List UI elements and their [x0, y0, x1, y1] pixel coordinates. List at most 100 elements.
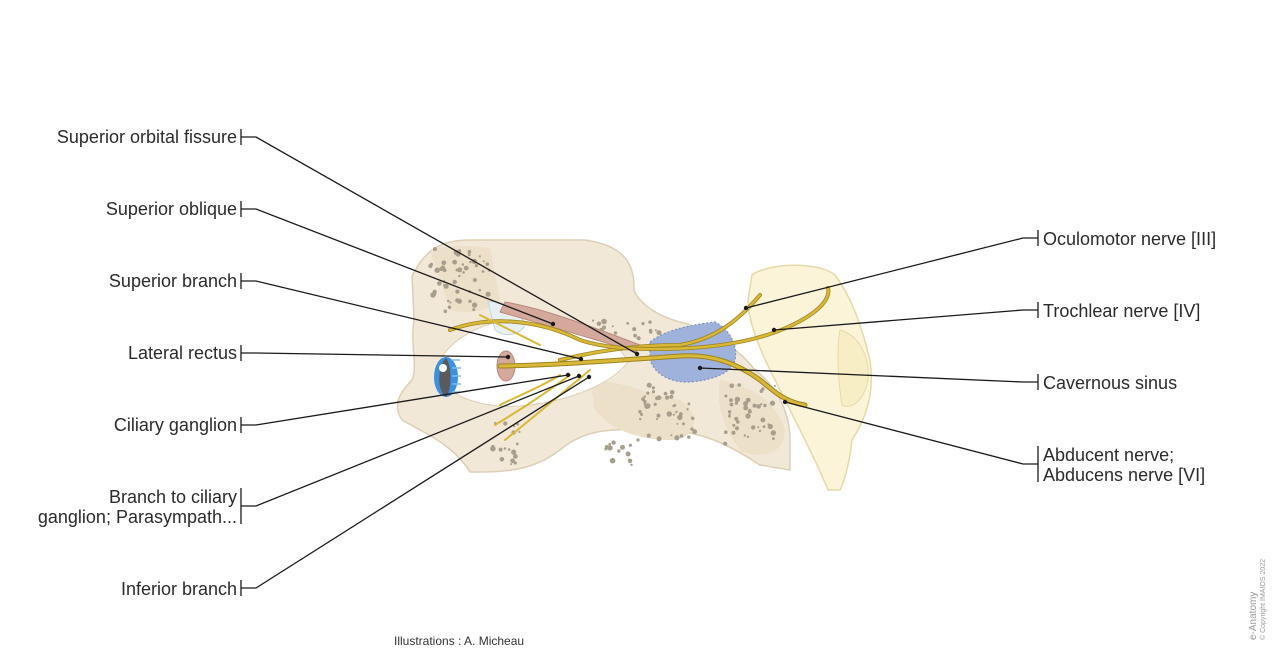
marrow-speckle — [596, 321, 602, 326]
marrow-speckle — [432, 247, 437, 252]
marrow-speckle — [756, 404, 761, 409]
marrow-speckle — [669, 394, 674, 399]
label-oculomotor-nerve: Oculomotor nerve [III] — [1043, 229, 1216, 249]
marrow-speckle — [646, 433, 651, 438]
marrow-speckle — [641, 322, 645, 326]
marrow-speckle — [452, 279, 457, 285]
leader-lines — [240, 129, 1039, 596]
marrow-speckle — [443, 283, 449, 289]
marrow-speckle — [441, 260, 447, 266]
marrow-speckle — [447, 305, 452, 309]
label-line: ganglion; Parasympath... — [37, 507, 237, 527]
marrow-speckle — [687, 435, 691, 439]
marrow-speckle — [734, 426, 740, 431]
marrow-speckle — [643, 400, 647, 404]
label-line: Ciliary ganglion — [113, 415, 237, 435]
marrow-speckle — [636, 438, 640, 442]
label-superior-orbital-fissure: Superior orbital fissure — [57, 127, 237, 147]
label-superior-branch: Superior branch — [109, 271, 237, 291]
marrow-speckle — [513, 454, 518, 459]
marrow-speckle — [677, 414, 683, 421]
marrow-speckle — [665, 395, 670, 400]
marrow-speckle — [485, 262, 490, 267]
marrow-speckle — [434, 267, 440, 273]
marrow-speckle — [747, 409, 752, 414]
label-line: Cavernous sinus — [1043, 373, 1178, 393]
label-ciliary-ganglion: Ciliary ganglion — [114, 415, 237, 435]
marrow-speckle — [762, 425, 766, 428]
marrow-speckle — [732, 423, 736, 427]
marrow-speckle — [734, 401, 739, 405]
marrow-speckle — [640, 413, 644, 416]
temporal-bone — [747, 264, 873, 491]
marrow-speckle — [737, 383, 741, 387]
marrow-speckle — [443, 309, 448, 314]
marrow-speckle — [663, 391, 668, 396]
marrow-speckle — [452, 259, 457, 265]
marrow-speckle — [626, 322, 630, 325]
label-trochlear-nerve: Trochlear nerve [IV] — [1043, 301, 1200, 321]
marrow-speckle — [679, 412, 683, 416]
label-line: Trochlear nerve [IV] — [1043, 301, 1201, 321]
marrow-speckle — [609, 457, 616, 464]
label-abducent-nerve: Abducent nerve; Abducens nerve [VI] — [1043, 445, 1205, 485]
marrow-speckle — [656, 413, 661, 418]
marrow-speckle — [728, 413, 731, 416]
marrow-speckle — [449, 301, 452, 304]
marrow-speckle — [628, 443, 633, 447]
marrow-speckle — [611, 325, 614, 328]
marrow-speckle — [672, 413, 675, 416]
marrow-speckle — [666, 411, 672, 417]
marrow-speckle — [676, 422, 679, 425]
marrow-speckle — [499, 457, 505, 462]
marrow-speckle — [433, 292, 437, 296]
marrow-speckle — [503, 447, 507, 450]
marrow-speckle — [654, 329, 658, 332]
label-lateral-rectus: Lateral rectus — [128, 343, 237, 363]
marrow-speckle — [440, 265, 446, 270]
marrow-speckle — [657, 331, 661, 335]
illustration-credit: Illustrations : A. Micheau — [394, 634, 525, 648]
marrow-speckle — [518, 430, 521, 433]
marrow-speckle — [457, 267, 463, 273]
marrow-speckle — [758, 429, 762, 433]
marrow-speckle — [636, 336, 641, 341]
marrow-speckle — [463, 265, 469, 271]
marrow-speckle — [674, 435, 680, 441]
marrow-speckle — [478, 288, 482, 292]
marrow-speckle — [467, 253, 471, 257]
marrow-speckle — [617, 449, 621, 453]
marrow-speckle — [462, 271, 465, 274]
marrow-speckle — [687, 402, 691, 406]
marrow-speckle — [638, 410, 642, 414]
marrow-speckle — [651, 390, 656, 394]
marrow-speckle — [498, 447, 503, 452]
marrow-speckle — [724, 394, 728, 398]
marrow-speckle — [724, 430, 728, 435]
marrow-speckle — [478, 255, 481, 258]
marrow-speckle — [474, 264, 478, 268]
marrow-speckle — [653, 402, 657, 406]
marrow-speckle — [729, 402, 734, 407]
marrow-speckle — [630, 463, 633, 466]
label-line: Branch to ciliary — [108, 487, 237, 507]
marrow-speckle — [767, 423, 770, 426]
marrow-speckle — [675, 410, 678, 414]
marrow-speckle — [626, 453, 629, 456]
marrow-speckle — [731, 430, 736, 435]
marrow-speckle — [601, 318, 607, 325]
marrow-speckle — [458, 274, 461, 278]
marrow-speckle — [656, 436, 662, 442]
leader-abducent-nerve — [784, 401, 1039, 482]
cavernous-sinus-shape — [649, 321, 737, 383]
marrow-speckle — [447, 299, 450, 303]
marrow-speckle — [632, 327, 637, 332]
leader-superior-orbital-fissure — [240, 129, 638, 355]
marrow-speckle — [669, 390, 675, 395]
marrow-speckle — [751, 425, 756, 430]
marrow-speckle — [734, 416, 739, 421]
marrow-speckle — [515, 442, 519, 446]
marrow-speckle — [723, 441, 728, 446]
label-line: Abducens nerve [VI] — [1043, 465, 1206, 485]
